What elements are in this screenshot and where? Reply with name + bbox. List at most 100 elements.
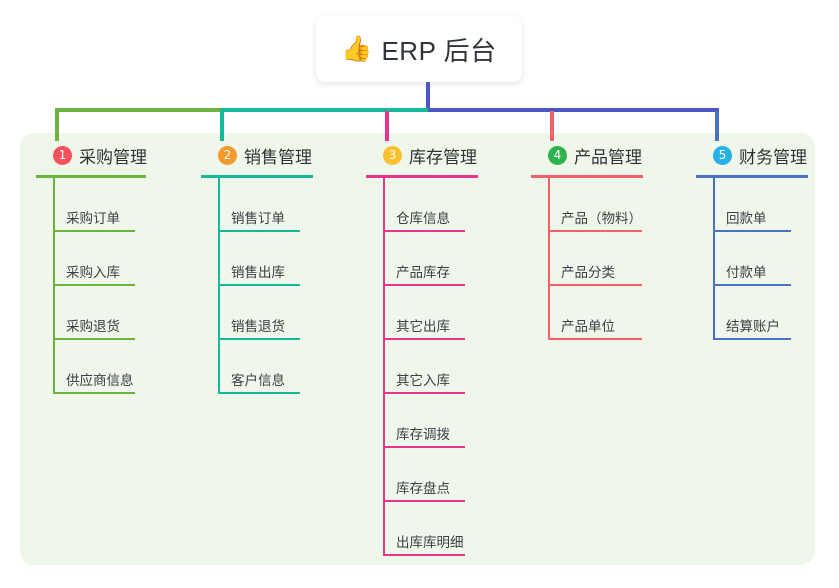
branch-header-rule-1 xyxy=(36,175,146,178)
leaf-rule xyxy=(713,338,791,340)
leaf-node[interactable]: 库存盘点 xyxy=(366,448,516,502)
leaf-label: 出库库明细 xyxy=(396,535,464,550)
leaf-rule xyxy=(383,554,465,556)
leaf-list-2: 销售订单销售出库销售退货客户信息 xyxy=(201,178,351,394)
leaf-node[interactable]: 客户信息 xyxy=(201,340,351,394)
bus-segment-2 xyxy=(220,108,428,112)
leaf-node[interactable]: 出库库明细 xyxy=(366,502,516,556)
leaf-node[interactable]: 回款单 xyxy=(696,178,836,232)
branch-header-rule-2 xyxy=(201,175,313,178)
leaf-rule xyxy=(53,284,135,286)
leaf-label: 供应商信息 xyxy=(66,373,134,388)
leaf-rule xyxy=(218,338,300,340)
branch-spine-2 xyxy=(218,178,220,394)
leaf-node[interactable]: 产品（物料） xyxy=(531,178,681,232)
root-node[interactable]: 👍 ERP 后台 xyxy=(316,16,522,82)
branch-header-2[interactable]: 2 销售管理 xyxy=(201,144,351,167)
leaf-rule xyxy=(383,338,465,340)
branch-column-3: 3 库存管理仓库信息产品库存其它出库其它入库库存调拨库存盘点出库库明细 xyxy=(366,144,516,556)
drop-line-3 xyxy=(385,111,389,141)
branch-column-4: 4 产品管理产品（物料） 产品分类产品单位 xyxy=(531,144,681,340)
branch-badge-1: 1 xyxy=(53,145,72,165)
leaf-label: 产品单位 xyxy=(561,319,615,334)
leaf-label: 产品（物料） xyxy=(561,211,642,226)
branch-title-5: 财务管理 xyxy=(739,147,807,167)
leaf-label: 结算账户 xyxy=(726,319,780,334)
drop-line-5 xyxy=(715,111,719,141)
branch-header-rule-5 xyxy=(696,175,808,178)
leaf-rule xyxy=(548,230,642,232)
branch-badge-4: 4 xyxy=(548,145,567,165)
leaf-rule xyxy=(53,392,135,394)
leaf-node[interactable]: 产品库存 xyxy=(366,232,516,286)
branch-header-4[interactable]: 4 产品管理 xyxy=(531,144,681,167)
branch-title-4: 产品管理 xyxy=(574,147,642,167)
branch-header-rule-4 xyxy=(531,175,643,178)
branch-spine-5 xyxy=(713,178,715,340)
leaf-rule xyxy=(548,284,642,286)
leaf-rule xyxy=(383,446,465,448)
leaf-rule xyxy=(383,392,465,394)
branch-spine-3 xyxy=(383,178,385,556)
leaf-rule xyxy=(53,338,135,340)
drop-line-1 xyxy=(55,111,59,141)
branch-spine-1 xyxy=(53,178,55,394)
leaf-label: 付款单 xyxy=(726,265,767,280)
branch-title-2: 销售管理 xyxy=(244,147,312,167)
branch-title-1: 采购管理 xyxy=(79,147,147,167)
leaf-node[interactable]: 采购退货 xyxy=(36,286,186,340)
bus-segment-1 xyxy=(55,108,220,112)
leaf-rule xyxy=(713,230,791,232)
leaf-label: 销售退货 xyxy=(231,319,285,334)
leaf-node[interactable]: 仓库信息 xyxy=(366,178,516,232)
leaf-node[interactable]: 采购订单 xyxy=(36,178,186,232)
diagram-panel xyxy=(20,133,815,565)
leaf-node[interactable]: 销售退货 xyxy=(201,286,351,340)
leaf-label: 回款单 xyxy=(726,211,767,226)
leaf-list-5: 回款单付款单结算账户 xyxy=(696,178,836,340)
leaf-node[interactable]: 产品单位 xyxy=(531,286,681,340)
leaf-rule xyxy=(218,284,300,286)
leaf-node[interactable]: 其它入库 xyxy=(366,340,516,394)
leaf-label: 销售订单 xyxy=(231,211,285,226)
branch-header-1[interactable]: 1 采购管理 xyxy=(36,144,186,167)
leaf-node[interactable]: 采购入库 xyxy=(36,232,186,286)
leaf-label: 库存调拨 xyxy=(396,427,450,442)
leaf-rule xyxy=(383,230,465,232)
leaf-node[interactable]: 结算账户 xyxy=(696,286,836,340)
leaf-label: 销售出库 xyxy=(231,265,285,280)
leaf-label: 其它入库 xyxy=(396,373,450,388)
branch-badge-2: 2 xyxy=(218,145,237,165)
leaf-node[interactable]: 供应商信息 xyxy=(36,340,186,394)
leaf-label: 采购退货 xyxy=(66,319,120,334)
bus-segment-3 xyxy=(428,108,719,112)
leaf-rule xyxy=(218,230,300,232)
leaf-node[interactable]: 销售订单 xyxy=(201,178,351,232)
leaf-rule xyxy=(383,500,465,502)
leaf-label: 客户信息 xyxy=(231,373,285,388)
leaf-label: 采购订单 xyxy=(66,211,120,226)
branch-title-3: 库存管理 xyxy=(409,147,477,167)
branch-header-3[interactable]: 3 库存管理 xyxy=(366,144,516,167)
drop-line-4 xyxy=(550,111,554,141)
leaf-list-4: 产品（物料） 产品分类产品单位 xyxy=(531,178,681,340)
leaf-node[interactable]: 其它出库 xyxy=(366,286,516,340)
leaf-label: 采购入库 xyxy=(66,265,120,280)
branch-badge-3: 3 xyxy=(383,145,402,165)
leaf-rule xyxy=(548,338,642,340)
leaf-node[interactable]: 库存调拨 xyxy=(366,394,516,448)
leaf-node[interactable]: 销售出库 xyxy=(201,232,351,286)
leaf-rule xyxy=(53,230,135,232)
leaf-list-3: 仓库信息产品库存其它出库其它入库库存调拨库存盘点出库库明细 xyxy=(366,178,516,556)
leaf-label: 库存盘点 xyxy=(396,481,450,496)
drop-line-2 xyxy=(220,111,224,141)
leaf-rule xyxy=(218,392,300,394)
branch-header-rule-3 xyxy=(366,175,478,178)
leaf-node[interactable]: 产品分类 xyxy=(531,232,681,286)
branch-spine-4 xyxy=(548,178,550,340)
root-node-title: ERP 后台 xyxy=(381,35,497,66)
leaf-node[interactable]: 付款单 xyxy=(696,232,836,286)
